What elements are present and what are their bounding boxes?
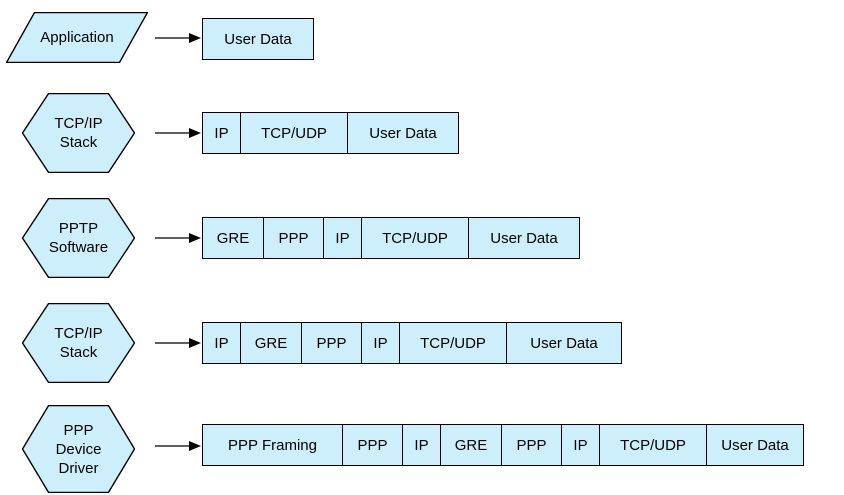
stage-ppp-device-driver: PPP Device Driver <box>22 405 135 493</box>
flow-arrow <box>155 31 201 50</box>
stage-application: Application <box>6 12 148 63</box>
stage-pptp-software: PPTP Software <box>22 198 135 278</box>
packet-segment: PPP <box>502 425 562 465</box>
packet-segment: GRE <box>203 218 264 258</box>
packet-segment: PPP <box>302 323 362 363</box>
stage-label: PPP Device Driver <box>55 421 102 477</box>
hexagon-shape-icon <box>22 303 135 383</box>
arrow-right-icon <box>155 233 201 243</box>
stage-tcp-ip-stack: TCP/IP Stack <box>22 303 135 383</box>
packet-segment: TCP/UDP <box>241 113 348 153</box>
arrow-right-icon <box>155 128 201 138</box>
arrow-right-icon <box>155 441 201 451</box>
packet-segment: IP <box>324 218 362 258</box>
packet-segment: PPP <box>264 218 324 258</box>
packet-segment: User Data <box>203 19 313 59</box>
flow-arrow <box>155 439 201 458</box>
flow-arrow <box>155 231 201 250</box>
packet-segment: TCP/UDP <box>400 323 507 363</box>
stage-label: TCP/IP Stack <box>54 115 103 151</box>
packet-segment: User Data <box>348 113 458 153</box>
packet-segment: User Data <box>707 425 803 465</box>
hexagon-shape-icon <box>22 93 135 173</box>
packet-segment: PPP Framing <box>203 425 343 465</box>
packet-segment: IP <box>203 323 241 363</box>
flow-arrow <box>155 126 201 145</box>
hexagon-shape-icon <box>22 405 135 493</box>
stage-tcp-ip-stack: TCP/IP Stack <box>22 93 135 173</box>
packet-segment: IP <box>203 113 241 153</box>
packet-bar: User Data <box>202 18 314 60</box>
arrow-right-icon <box>155 33 201 43</box>
packet-segment: PPP <box>343 425 403 465</box>
stage-label: PPTP Software <box>48 220 109 256</box>
packet-segment: IP <box>362 323 400 363</box>
stage-label: TCP/IP Stack <box>54 325 103 361</box>
flow-arrow <box>155 336 201 355</box>
packet-segment: TCP/UDP <box>362 218 469 258</box>
parallelogram-shape-icon <box>6 12 148 63</box>
hexagon-shape-icon <box>22 198 135 278</box>
stage-label: Application <box>40 29 114 46</box>
packet-segment: TCP/UDP <box>600 425 707 465</box>
packet-segment: GRE <box>441 425 502 465</box>
arrow-right-icon <box>155 338 201 348</box>
packet-segment: IP <box>403 425 441 465</box>
packet-segment: User Data <box>507 323 621 363</box>
packet-segment: User Data <box>469 218 579 258</box>
packet-segment: GRE <box>241 323 302 363</box>
packet-segment: IP <box>562 425 600 465</box>
